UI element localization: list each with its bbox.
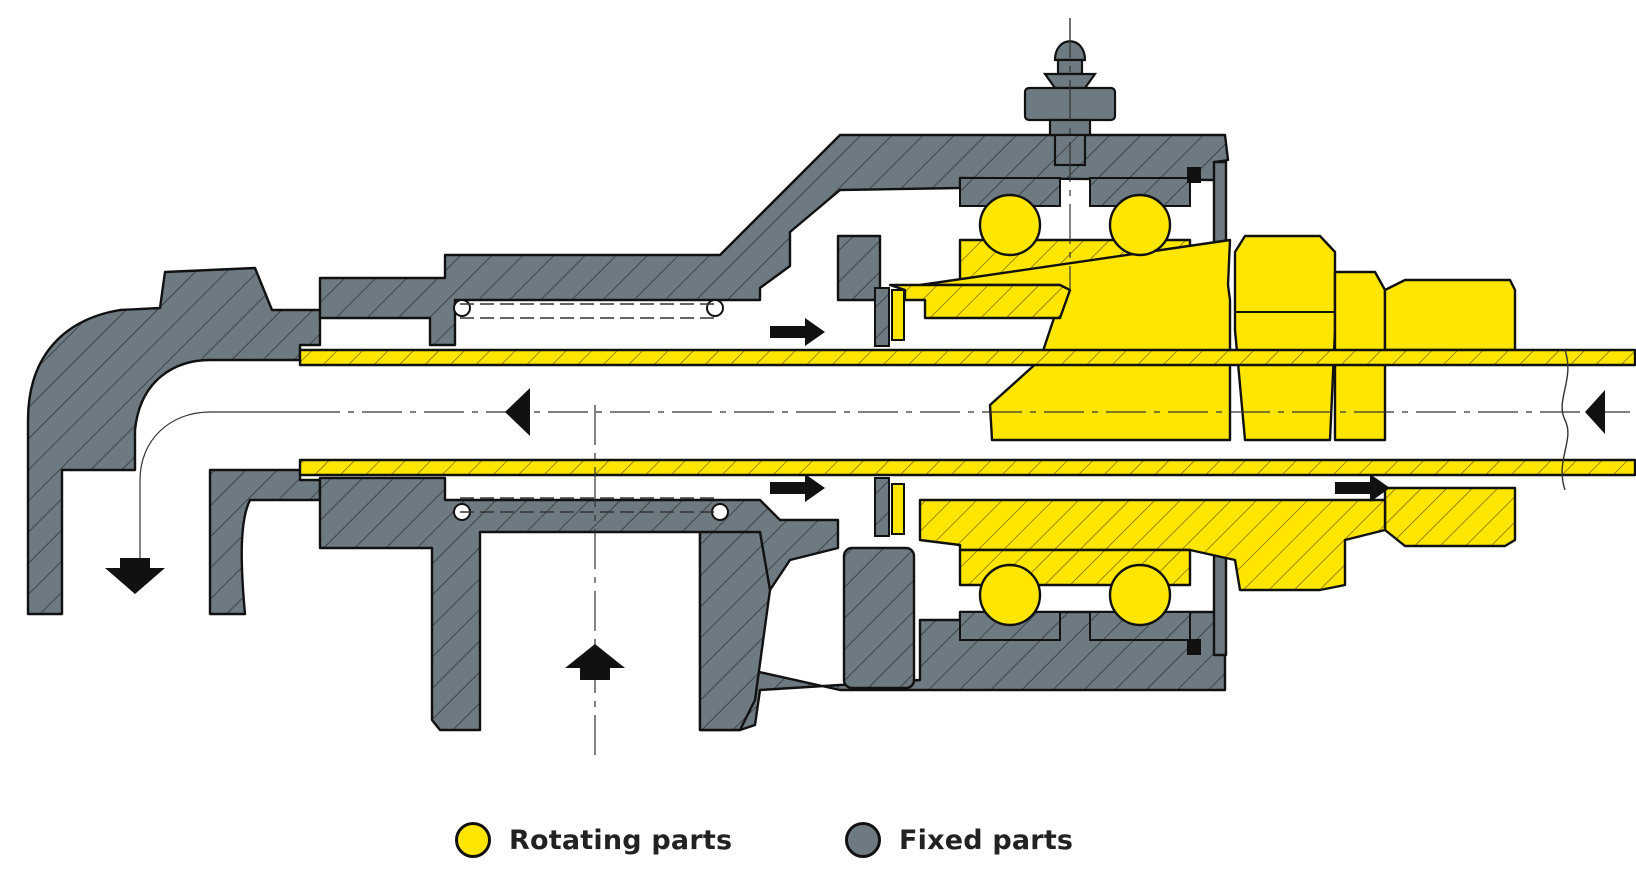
rotary-joint-cross-section bbox=[26, 18, 1636, 760]
legend-item-fixed: Fixed parts bbox=[845, 822, 1073, 858]
inlet-wall bbox=[698, 530, 772, 732]
o-ring bbox=[453, 299, 471, 317]
rotating-shaft-bottom bbox=[918, 498, 1387, 592]
fixed-swatch-icon bbox=[845, 822, 881, 858]
end-cap-bottom bbox=[1212, 553, 1228, 657]
bearing-ball bbox=[978, 563, 1042, 627]
seal-face-bottom bbox=[891, 483, 905, 535]
arrow-right-icon bbox=[770, 474, 825, 502]
seal-parts bbox=[453, 167, 1201, 655]
arrow-down-icon bbox=[105, 568, 165, 594]
drain-plug bbox=[842, 546, 916, 690]
spring-lines bbox=[460, 303, 715, 513]
o-ring bbox=[711, 503, 729, 521]
arrow-up-icon bbox=[565, 644, 625, 668]
seal-ring-bottom bbox=[874, 477, 890, 537]
hex-nut bbox=[1233, 234, 1337, 442]
bearing-ball bbox=[978, 193, 1042, 257]
housing-top bbox=[318, 133, 1230, 347]
shaft-break-line bbox=[1561, 349, 1569, 491]
inner-tube-top-wall bbox=[298, 348, 1636, 367]
snap-ring bbox=[1187, 639, 1201, 655]
bearing-balls bbox=[978, 193, 1172, 627]
elbow-centerline bbox=[139, 411, 300, 560]
legend-item-rotating: Rotating parts bbox=[455, 822, 732, 858]
legend-label-rotating: Rotating parts bbox=[509, 824, 733, 856]
elbow-outlet-lower bbox=[208, 468, 322, 616]
seal-ring-top bbox=[874, 287, 890, 347]
arrow-left-icon bbox=[1585, 390, 1605, 434]
rotating-swatch-icon bbox=[455, 822, 491, 858]
arrow-left-icon bbox=[505, 388, 530, 436]
housing-bottom bbox=[318, 476, 1227, 732]
housing-collar-top bbox=[836, 234, 882, 302]
elbow-outlet bbox=[26, 266, 322, 616]
shaft-hatched-top bbox=[888, 283, 1072, 320]
inner-tube-bottom-wall bbox=[298, 458, 1636, 477]
bearing-ball bbox=[1108, 193, 1172, 257]
snap-ring bbox=[1187, 167, 1201, 183]
flow-arrows bbox=[105, 318, 1605, 680]
seal-face-top bbox=[891, 289, 905, 341]
o-ring bbox=[706, 299, 724, 317]
threaded-end-lower bbox=[1383, 486, 1517, 548]
fixed-housing bbox=[26, 133, 1230, 732]
arrow-right-icon bbox=[1335, 474, 1390, 502]
bearing-ball bbox=[1108, 563, 1172, 627]
legend-label-fixed: Fixed parts bbox=[899, 824, 1074, 856]
threaded-end bbox=[1383, 278, 1517, 352]
arrow-right-icon bbox=[770, 318, 825, 346]
